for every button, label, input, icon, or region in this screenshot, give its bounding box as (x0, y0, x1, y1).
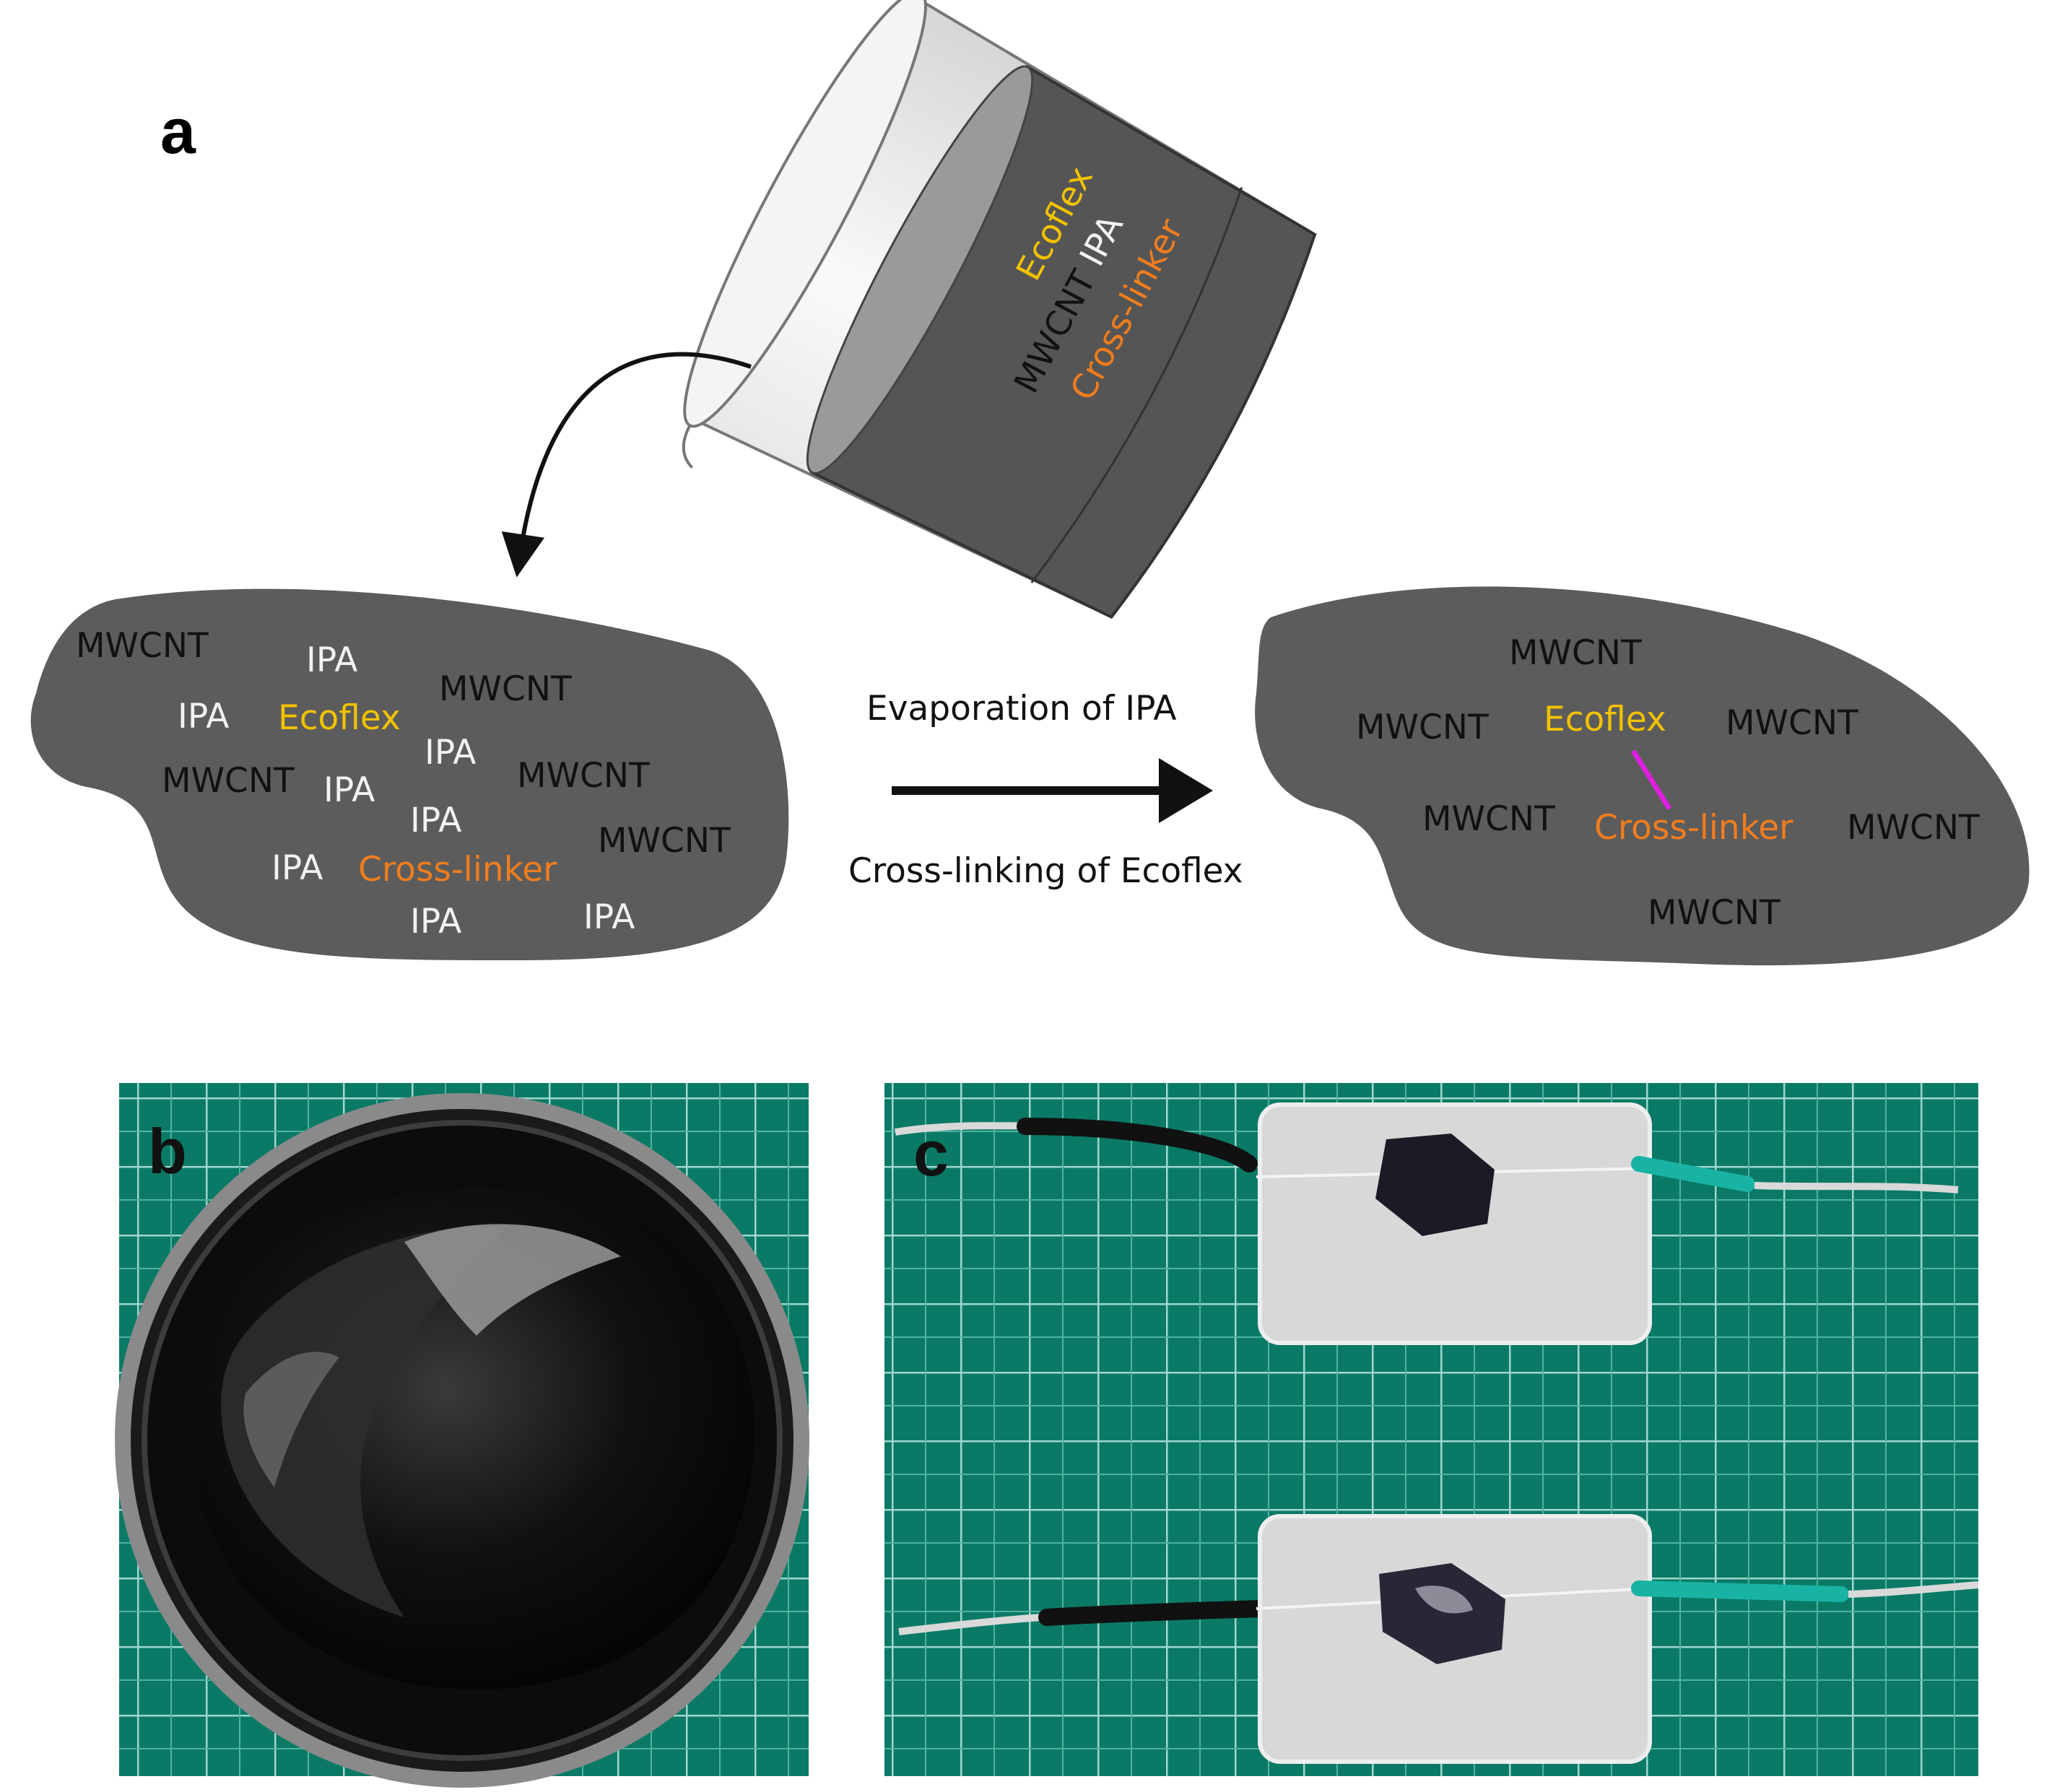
blob-before-ipa-4: IPA (323, 770, 375, 810)
crosslink-bond (1631, 749, 1671, 810)
sensor-top (895, 1102, 1959, 1345)
blob-after-crosslinker: Cross-linker (1594, 808, 1793, 848)
blob-after-mwcnt-6: MWCNT (1648, 893, 1780, 933)
blob-before-ipa-6: IPA (271, 848, 323, 888)
blob-before-ipa-5: IPA (410, 801, 461, 840)
blob-after-mwcnt-2: MWCNT (1356, 708, 1489, 747)
blob-before-ipa-8: IPA (583, 897, 635, 937)
process-evaporation-label: Evaporation of IPA (866, 689, 1177, 728)
blob-after-ecoflex: Ecoflex (1544, 700, 1666, 739)
panel-label-a: a (160, 95, 196, 167)
blob-before-crosslinker: Cross-linker (358, 850, 557, 890)
blob-before-ipa-2: IPA (178, 697, 229, 736)
panel-label-c: c (913, 1118, 949, 1189)
blob-after-mwcnt-1: MWCNT (1509, 633, 1642, 673)
blob-before-mwcnt-3: MWCNT (162, 761, 295, 801)
blob-before-ecoflex: Ecoflex (278, 698, 401, 738)
blob-before-mwcnt-2: MWCNT (439, 669, 572, 709)
blob-before-ipa-1: IPA (306, 640, 357, 680)
panel-label-b: b (148, 1115, 187, 1187)
blob-after-mwcnt-3: MWCNT (1726, 703, 1858, 743)
blob-before-mwcnt-1: MWCNT (76, 626, 209, 666)
blob-after-mwcnt-4: MWCNT (1422, 799, 1555, 839)
blob-before-ipa-7: IPA (410, 902, 461, 941)
blob-before-mwcnt-5: MWCNT (598, 821, 731, 861)
blob-after (1255, 586, 2030, 966)
blob-before (30, 588, 789, 960)
blob-before-mwcnt-4: MWCNT (517, 756, 650, 796)
process-crosslinking-label: Cross-linking of Ecoflex (848, 851, 1243, 891)
process-arrow-head (1159, 758, 1213, 823)
photo-paste-in-cap (115, 1083, 809, 1788)
blob-before-ipa-3: IPA (425, 733, 476, 773)
blob-after-mwcnt-5: MWCNT (1847, 808, 1980, 848)
sensor-bottom (898, 1514, 1979, 1764)
beaker (682, 0, 1317, 619)
pour-arrow (501, 352, 752, 578)
photo-sensors (884, 1083, 1979, 1776)
